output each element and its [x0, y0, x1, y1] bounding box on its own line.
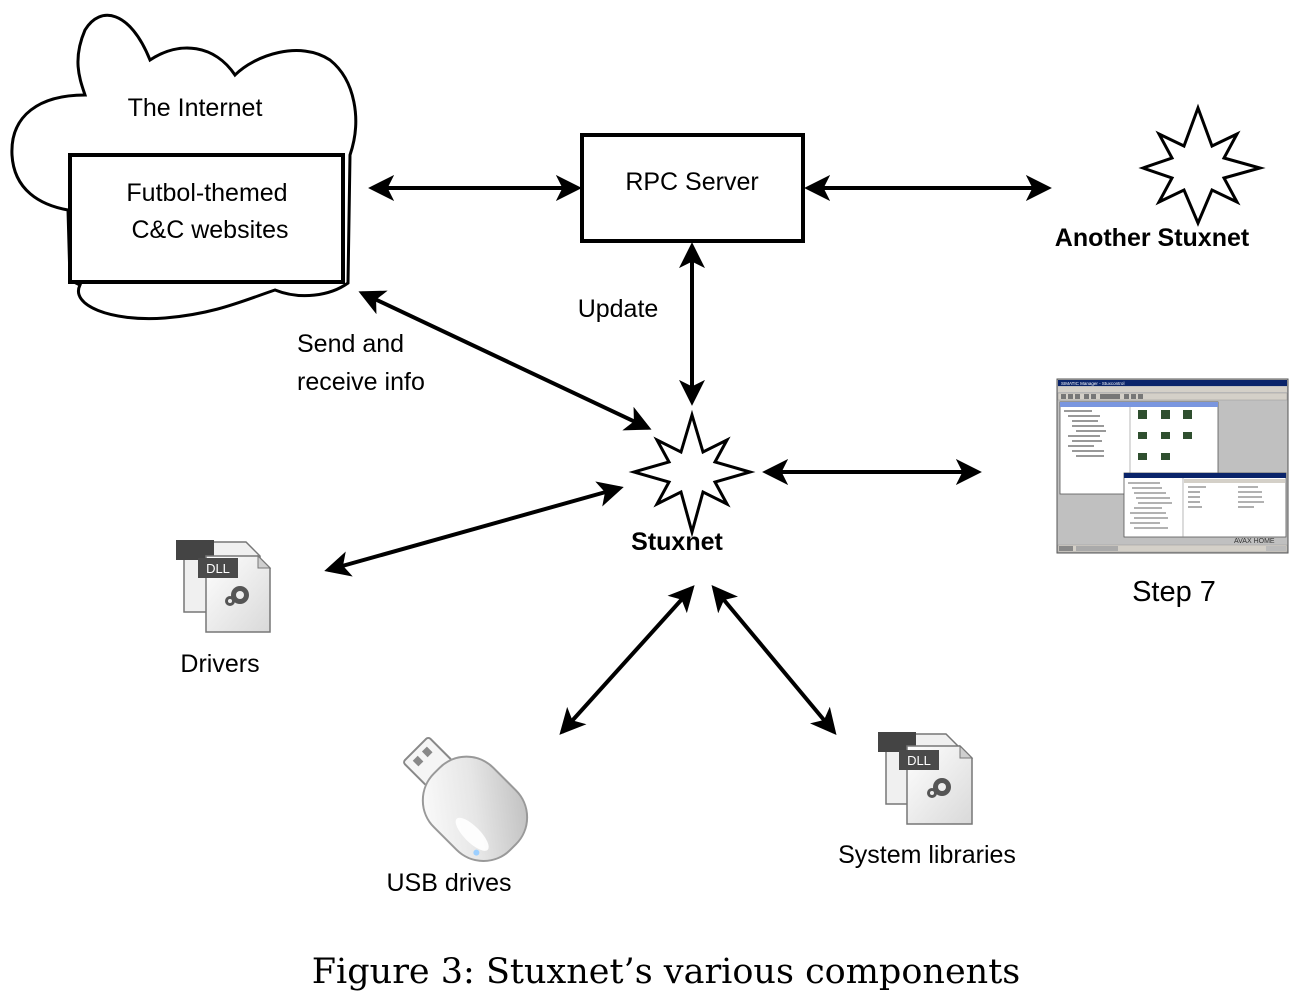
stuxnet-label: Stuxnet: [631, 528, 723, 556]
update-label: Update: [578, 295, 659, 323]
cc-websites-box: [68, 153, 345, 284]
rpc-server-box: [580, 133, 805, 243]
edge-stuxnet-usb: [559, 585, 695, 735]
cc-label-line2: C&C websites: [132, 216, 289, 244]
edge-stuxnet-drivers: [324, 481, 624, 577]
internet-label: The Internet: [128, 94, 263, 122]
step7-watermark: AVAX HOME: [1234, 538, 1275, 545]
drivers-dll-icon: DLL: [176, 540, 272, 633]
edges: [324, 175, 1052, 735]
edge-stuxnet-syslibs: [711, 585, 837, 735]
system-libraries-label: System libraries: [838, 841, 1016, 869]
usb-drives-label: USB drives: [386, 869, 511, 897]
system-libraries-dll-icon: DLL: [878, 732, 974, 825]
figure-caption: Figure 3: Stuxnet’s various components: [312, 952, 1020, 992]
drivers-label: Drivers: [180, 650, 259, 678]
rpc-server-label: RPC Server: [625, 168, 758, 196]
stuxnet-star-icon: [628, 409, 756, 538]
edge-cc-stuxnet: [358, 290, 652, 431]
step7-screenshot: SIMATIC Manager - Stuxcontrol: [1056, 378, 1289, 554]
another-stuxnet-star-icon: [1138, 103, 1266, 227]
send-receive-label-line1: Send and: [297, 330, 404, 358]
cc-label-line1: Futbol-themed: [126, 179, 287, 207]
usb-drive-icon: [403, 736, 529, 862]
system-libraries-dll-text: DLL: [907, 753, 931, 768]
another-stuxnet-label: Another Stuxnet: [1055, 224, 1250, 252]
step7-window-title: SIMATIC Manager - Stuxcontrol: [1061, 381, 1124, 386]
step7-label: Step 7: [1132, 576, 1216, 608]
drivers-dll-text: DLL: [206, 561, 230, 576]
send-receive-label-line2: receive info: [297, 368, 425, 396]
